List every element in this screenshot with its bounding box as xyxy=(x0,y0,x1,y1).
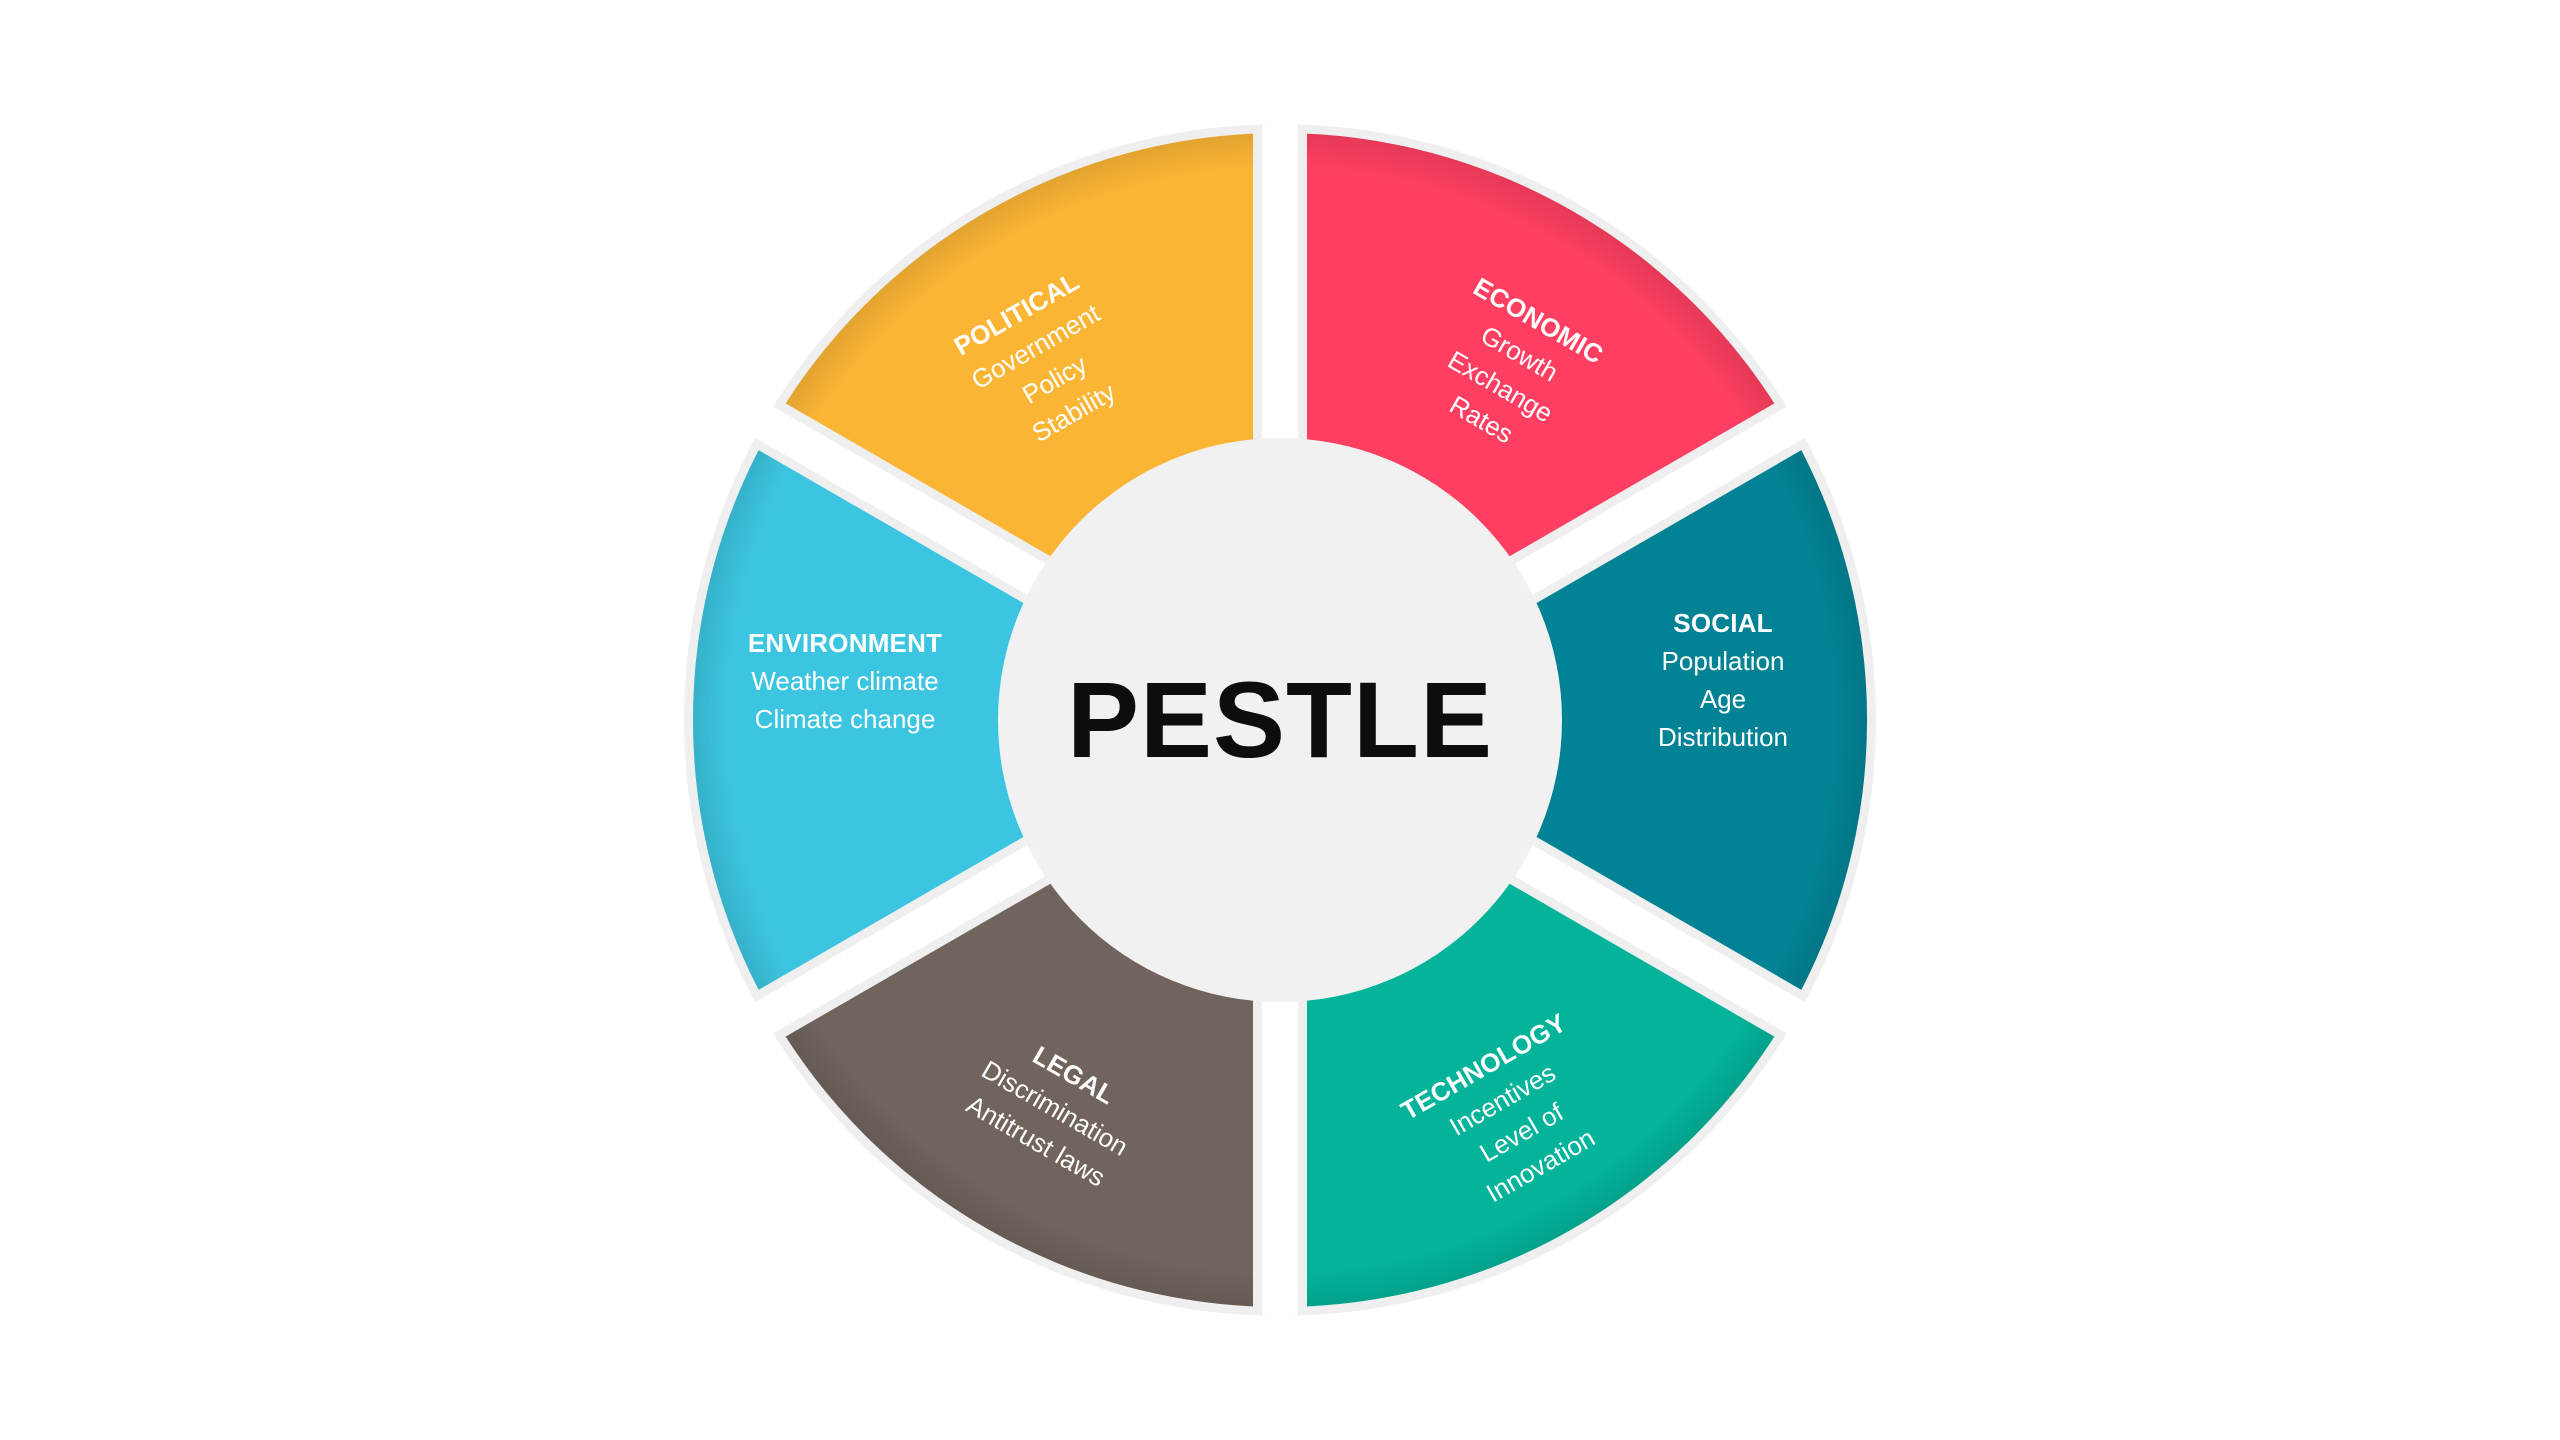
segment-item: Climate change xyxy=(754,704,936,734)
segment-item: Weather climate xyxy=(751,666,939,696)
segment-item: Population xyxy=(1661,646,1785,676)
label-social: SOCIAL Population Age Distribution xyxy=(1553,604,1893,756)
segment-title: ENVIRONMENT xyxy=(747,628,943,658)
label-environment: ENVIRONMENT Weather climate Climate chan… xyxy=(675,624,1015,738)
center-disk xyxy=(998,438,1562,1002)
segment-item: Distribution xyxy=(1657,722,1789,752)
segment-item: Age xyxy=(1699,684,1747,714)
segment-title: SOCIAL xyxy=(1673,608,1773,638)
center-title: PESTLE xyxy=(1066,659,1494,780)
